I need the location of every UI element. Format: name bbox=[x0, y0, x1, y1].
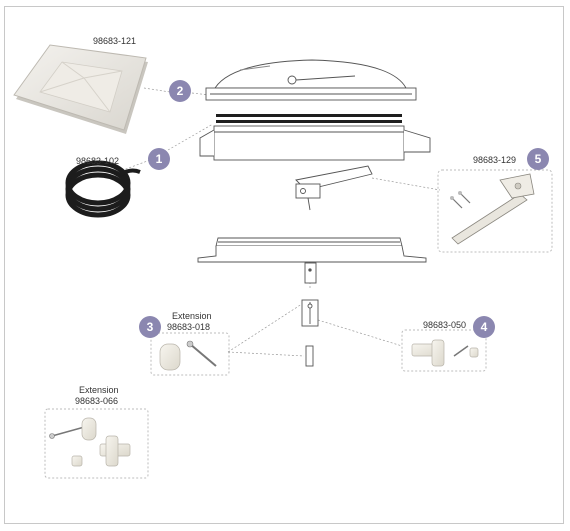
extension-a-heading: Extension bbox=[172, 311, 212, 321]
crank-handle-part-number: 98683-050 bbox=[423, 320, 467, 330]
extension-kit-b-parts bbox=[49, 417, 131, 467]
crank-handle-kit-parts bbox=[411, 339, 479, 367]
extension-kit-a-parts bbox=[159, 340, 217, 371]
dome-side-view bbox=[205, 59, 417, 101]
gasket-roll-image bbox=[65, 160, 141, 218]
operator-arm-kit-parts bbox=[450, 173, 535, 245]
gasket-strips bbox=[216, 114, 402, 123]
extension-b-heading: Extension bbox=[79, 385, 119, 395]
extension-kit-a-box bbox=[150, 332, 230, 376]
operator-arm-part-number: 98683-129 bbox=[473, 155, 517, 165]
callout-badge-3: 3 bbox=[139, 316, 161, 338]
crank-handle-kit-box bbox=[401, 329, 487, 372]
callout-badge-1: 1 bbox=[148, 148, 170, 170]
gasket-part-number: 98683-102 bbox=[76, 156, 120, 166]
extension-a-part-number: 98683-018 bbox=[167, 322, 211, 332]
lower-frame bbox=[197, 237, 427, 263]
operator-arm-kit-box bbox=[437, 169, 553, 253]
callout-badge-4: 4 bbox=[473, 316, 495, 338]
crank-shaft-parts bbox=[301, 262, 319, 367]
dome-cover-image bbox=[13, 44, 148, 134]
extension-kit-b-box bbox=[44, 408, 149, 479]
upper-frame bbox=[199, 125, 431, 161]
dome-cover-part-number: 98683-121 bbox=[93, 36, 137, 46]
operator-arm-assembly bbox=[295, 165, 373, 211]
callout-badge-5: 5 bbox=[527, 148, 549, 170]
callout-badge-2: 2 bbox=[169, 80, 191, 102]
extension-b-part-number: 98683-066 bbox=[75, 396, 119, 406]
